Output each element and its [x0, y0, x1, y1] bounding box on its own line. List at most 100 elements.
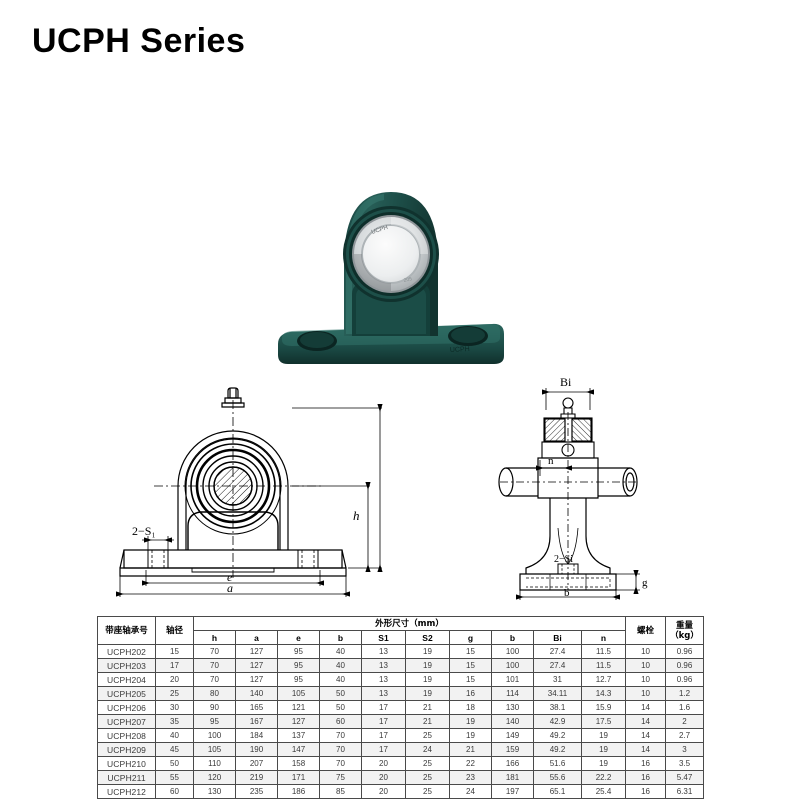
cell-bolt: 14: [625, 742, 667, 757]
cell-b2: 166: [491, 756, 534, 771]
cell-a: 127: [235, 672, 278, 687]
cell-e: 95: [277, 658, 320, 673]
cell-weight: 0.96: [665, 644, 705, 659]
side-view-label-g: g: [642, 577, 648, 589]
cell-shaft: 30: [155, 700, 194, 715]
spec-table: 带座轴承号 轴径 外形尺寸（mm） 螺栓 重量 （kg） h a e b S1 …: [97, 616, 705, 799]
cell-h: 70: [193, 672, 236, 687]
cell-model: UCPH212: [97, 784, 156, 799]
cell-s2: 19: [405, 644, 450, 659]
subheader-h: h: [193, 630, 236, 645]
cell-n: 17.5: [580, 714, 627, 729]
cell-bi: 55.6: [533, 770, 582, 785]
cell-s2: 25: [405, 756, 450, 771]
cell-s1: 20: [361, 784, 406, 799]
cell-b2: 181: [491, 770, 534, 785]
cell-b2: 130: [491, 700, 534, 715]
cell-bi: 31: [533, 672, 582, 687]
cell-g: 22: [449, 756, 492, 771]
cell-s1: 13: [361, 672, 406, 687]
cell-bolt: 16: [625, 756, 667, 771]
cell-n: 19: [580, 756, 627, 771]
cell-g: 15: [449, 658, 492, 673]
cell-weight: 1.2: [665, 686, 705, 701]
cell-h: 80: [193, 686, 236, 701]
cell-b1: 40: [319, 672, 362, 687]
front-view-label-a: a: [227, 581, 233, 595]
cell-b1: 50: [319, 686, 362, 701]
cell-g: 16: [449, 686, 492, 701]
cell-model: UCPH211: [97, 770, 156, 785]
front-view-drawing: h e a 2−S₁: [96, 378, 396, 600]
cell-g: 24: [449, 784, 492, 799]
cell-bi: 38.1: [533, 700, 582, 715]
cell-a: 184: [235, 728, 278, 743]
cell-s2: 19: [405, 658, 450, 673]
cell-s1: 13: [361, 644, 406, 659]
cell-e: 95: [277, 644, 320, 659]
cell-weight: 1.6: [665, 700, 705, 715]
cell-bolt: 14: [625, 728, 667, 743]
cell-a: 207: [235, 756, 278, 771]
cell-bi: 27.4: [533, 644, 582, 659]
cell-h: 100: [193, 728, 236, 743]
subheader-b1: b: [319, 630, 362, 645]
cell-n: 22.2: [580, 770, 627, 785]
cell-bolt: 16: [625, 770, 667, 785]
cell-model: UCPH206: [97, 700, 156, 715]
cell-g: 21: [449, 742, 492, 757]
cell-weight: 2.7: [665, 728, 705, 743]
cell-bi: 34.11: [533, 686, 582, 701]
header-weight-line1: 重量: [676, 620, 694, 631]
cell-shaft: 55: [155, 770, 194, 785]
cell-e: 121: [277, 700, 320, 715]
cell-b2: 100: [491, 644, 534, 659]
cell-b1: 50: [319, 700, 362, 715]
cell-s1: 17: [361, 742, 406, 757]
cell-e: 137: [277, 728, 320, 743]
cell-model: UCPH208: [97, 728, 156, 743]
cell-a: 235: [235, 784, 278, 799]
cell-weight: 6.31: [665, 784, 705, 799]
subheader-g: g: [449, 630, 492, 645]
cell-b2: 197: [491, 784, 534, 799]
header-shaft-diameter: 轴径: [155, 616, 194, 645]
subheader-bi: Bi: [533, 630, 582, 645]
cell-n: 11.5: [580, 644, 627, 659]
cell-bolt: 10: [625, 672, 667, 687]
cell-s2: 19: [405, 672, 450, 687]
cell-shaft: 60: [155, 784, 194, 799]
cell-e: 147: [277, 742, 320, 757]
cell-g: 23: [449, 770, 492, 785]
cell-b1: 70: [319, 756, 362, 771]
cell-bolt: 16: [625, 784, 667, 799]
cell-shaft: 15: [155, 644, 194, 659]
cell-bi: 27.4: [533, 658, 582, 673]
table-header-row-1: 带座轴承号 轴径 外形尺寸（mm） 螺栓 重量 （kg）: [97, 616, 705, 645]
cell-model: UCPH205: [97, 686, 156, 701]
side-view-label-bi: Bi: [560, 375, 572, 389]
cell-b2: 100: [491, 658, 534, 673]
cell-a: 219: [235, 770, 278, 785]
cell-bolt: 14: [625, 714, 667, 729]
cell-e: 95: [277, 672, 320, 687]
cell-bolt: 10: [625, 644, 667, 659]
cell-g: 18: [449, 700, 492, 715]
cell-bolt: 10: [625, 686, 667, 701]
cell-shaft: 40: [155, 728, 194, 743]
cell-g: 15: [449, 644, 492, 659]
subheader-e: e: [277, 630, 320, 645]
product-photo: UCPH 205 UCPH: [272, 166, 510, 366]
cell-s2: 24: [405, 742, 450, 757]
header-dimensions-group: 外形尺寸（mm）: [192, 616, 627, 631]
cell-weight: 2: [665, 714, 705, 729]
cell-s2: 25: [405, 728, 450, 743]
